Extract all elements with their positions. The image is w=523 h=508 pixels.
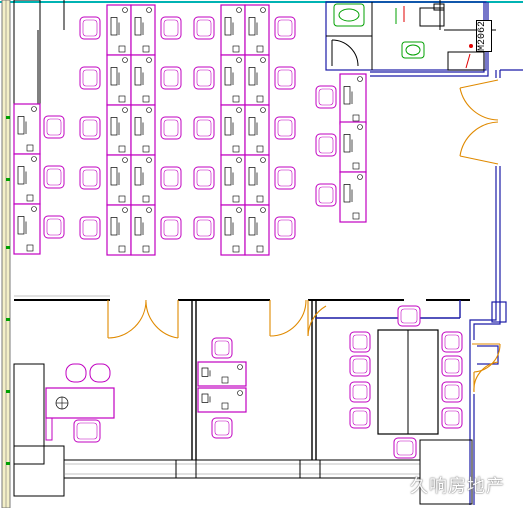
meeting-chair — [441, 331, 463, 353]
chair — [193, 66, 215, 90]
desk — [197, 387, 247, 413]
meeting-chair — [349, 331, 371, 353]
meeting-chair — [349, 407, 371, 429]
desk — [339, 171, 367, 223]
chair — [274, 16, 296, 40]
desk — [106, 4, 132, 56]
desk — [13, 153, 41, 205]
executive-chair — [73, 419, 101, 443]
chair — [193, 116, 215, 140]
watermark: 久响房地产 — [410, 476, 505, 497]
meeting-table — [377, 329, 439, 435]
door-code-label: M2062 — [476, 20, 492, 52]
desk — [220, 154, 246, 206]
chair — [274, 166, 296, 190]
chair — [43, 215, 65, 239]
chair — [315, 183, 337, 207]
desk — [220, 104, 246, 156]
desk — [220, 4, 246, 56]
chair — [43, 165, 65, 189]
chair — [193, 216, 215, 240]
desk — [106, 104, 132, 156]
desk — [244, 54, 270, 106]
meeting-chair — [349, 355, 371, 377]
desk — [220, 54, 246, 106]
chair — [274, 66, 296, 90]
desk — [244, 4, 270, 56]
meeting-chair — [441, 355, 463, 377]
meeting-chair — [397, 305, 421, 327]
chair — [274, 116, 296, 140]
chair — [160, 66, 182, 90]
chair — [211, 417, 233, 439]
chair — [315, 133, 337, 157]
chair — [193, 166, 215, 190]
dividing-wall — [14, 295, 470, 301]
chair — [193, 16, 215, 40]
chair — [274, 216, 296, 240]
desk — [339, 121, 367, 173]
chair — [43, 115, 65, 139]
desk — [339, 73, 367, 125]
meeting-chair — [441, 381, 463, 403]
column-top-left — [13, 0, 65, 105]
desk — [106, 154, 132, 206]
chair — [79, 216, 101, 240]
chair — [79, 166, 101, 190]
chair — [160, 16, 182, 40]
meeting-chair — [349, 381, 371, 403]
desk — [244, 154, 270, 206]
desk — [130, 54, 156, 106]
desk — [13, 103, 41, 155]
entry-door-right — [459, 79, 499, 165]
meeting-chair — [393, 437, 417, 459]
chair — [79, 16, 101, 40]
desk — [106, 204, 132, 256]
chair — [160, 116, 182, 140]
chair — [79, 66, 101, 90]
meeting-chair — [441, 407, 463, 429]
meeting-room-door — [472, 343, 501, 393]
desk — [220, 204, 246, 256]
chair — [160, 216, 182, 240]
desk — [106, 54, 132, 106]
chair — [79, 116, 101, 140]
desk — [130, 204, 156, 256]
chair — [160, 166, 182, 190]
furniture-layer — [13, 4, 463, 459]
washroom — [325, 0, 496, 71]
desk — [13, 203, 41, 255]
chair — [315, 85, 337, 109]
desk — [244, 104, 270, 156]
bottom-corridor — [13, 363, 473, 505]
executive-desk — [45, 363, 115, 441]
right-wall — [370, 2, 523, 505]
left-wall-marks — [6, 116, 10, 465]
office-doors — [107, 299, 327, 339]
chair — [211, 337, 233, 359]
desk — [197, 361, 247, 387]
room-partitions — [191, 300, 461, 460]
washroom-door — [331, 39, 359, 67]
desk — [130, 154, 156, 206]
desk — [244, 204, 270, 256]
desk — [130, 4, 156, 56]
desk — [130, 104, 156, 156]
